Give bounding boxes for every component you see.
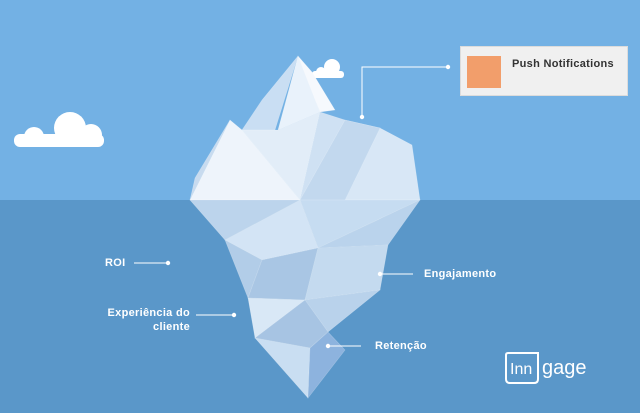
label-experiencia: Experiência do cliente (80, 306, 190, 334)
push-swatch (467, 56, 501, 88)
connector-push (361, 66, 448, 117)
label-experiencia-line2: cliente (153, 321, 190, 333)
logo-word-text: gage (542, 357, 587, 379)
connector-retencao-dot (325, 343, 331, 349)
connector-roi-dot (165, 260, 171, 266)
logo-badge-text: Inn (510, 361, 532, 378)
legend-push-notifications: Push Notifications (460, 46, 628, 96)
legend-label: Push Notifications (512, 58, 614, 70)
cloud-small (312, 59, 344, 78)
label-experiencia-line1: Experiência do (107, 307, 190, 319)
connector-engajamento-dot (377, 271, 383, 277)
cloud-left (14, 112, 104, 147)
label-roi: ROI (105, 257, 126, 269)
label-engajamento: Engajamento (424, 268, 497, 280)
label-retencao: Retenção (375, 340, 427, 352)
iceberg-top (189, 55, 421, 201)
inngage-logo: Inn gage (505, 352, 587, 384)
connector-push-dot-end (445, 64, 451, 70)
connector-push-dot-start (359, 114, 365, 120)
logo-badge: Inn (505, 352, 539, 384)
connector-experiencia-dot (231, 312, 237, 318)
iceberg-bottom (189, 199, 421, 399)
